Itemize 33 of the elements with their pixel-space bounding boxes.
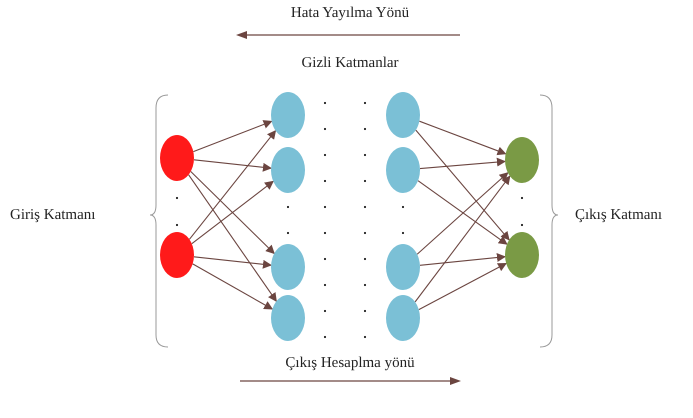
arrow xyxy=(188,174,277,302)
neuron-circle xyxy=(271,295,305,341)
arrow xyxy=(420,158,506,170)
neuron-circle xyxy=(271,147,305,193)
arrow xyxy=(191,180,274,244)
arrow xyxy=(415,130,510,241)
arrow xyxy=(419,120,506,156)
arrow xyxy=(194,159,272,172)
neuron-circle xyxy=(271,92,305,138)
arrow xyxy=(192,263,274,310)
neuron-circle xyxy=(160,232,194,278)
arrow xyxy=(414,175,510,302)
arrow xyxy=(193,120,272,152)
layer-label: Çıkış Katmanı xyxy=(575,207,662,224)
neuron-circle xyxy=(386,92,420,138)
arrow xyxy=(416,172,508,255)
arrow xyxy=(194,256,272,269)
layer-label: Gizli Katmanlar xyxy=(301,55,399,72)
arrow xyxy=(190,171,275,254)
neuron-circle xyxy=(386,244,420,290)
direction-label: Hata Yayılma Yönü xyxy=(290,5,410,22)
neuron-circle xyxy=(271,244,305,290)
neuron-circle xyxy=(386,147,420,193)
neuron-circle xyxy=(160,135,194,181)
arrow xyxy=(189,130,276,240)
arrow xyxy=(418,262,507,310)
neuron-circle xyxy=(386,295,420,341)
arrow xyxy=(420,253,506,266)
neuron-circle xyxy=(505,137,539,183)
layer-label: Giriş Katmanı xyxy=(10,207,96,224)
direction-label: Çıkış Hesaplma yönü xyxy=(285,355,415,372)
arrow xyxy=(418,180,508,245)
neuron-circle xyxy=(505,232,539,278)
